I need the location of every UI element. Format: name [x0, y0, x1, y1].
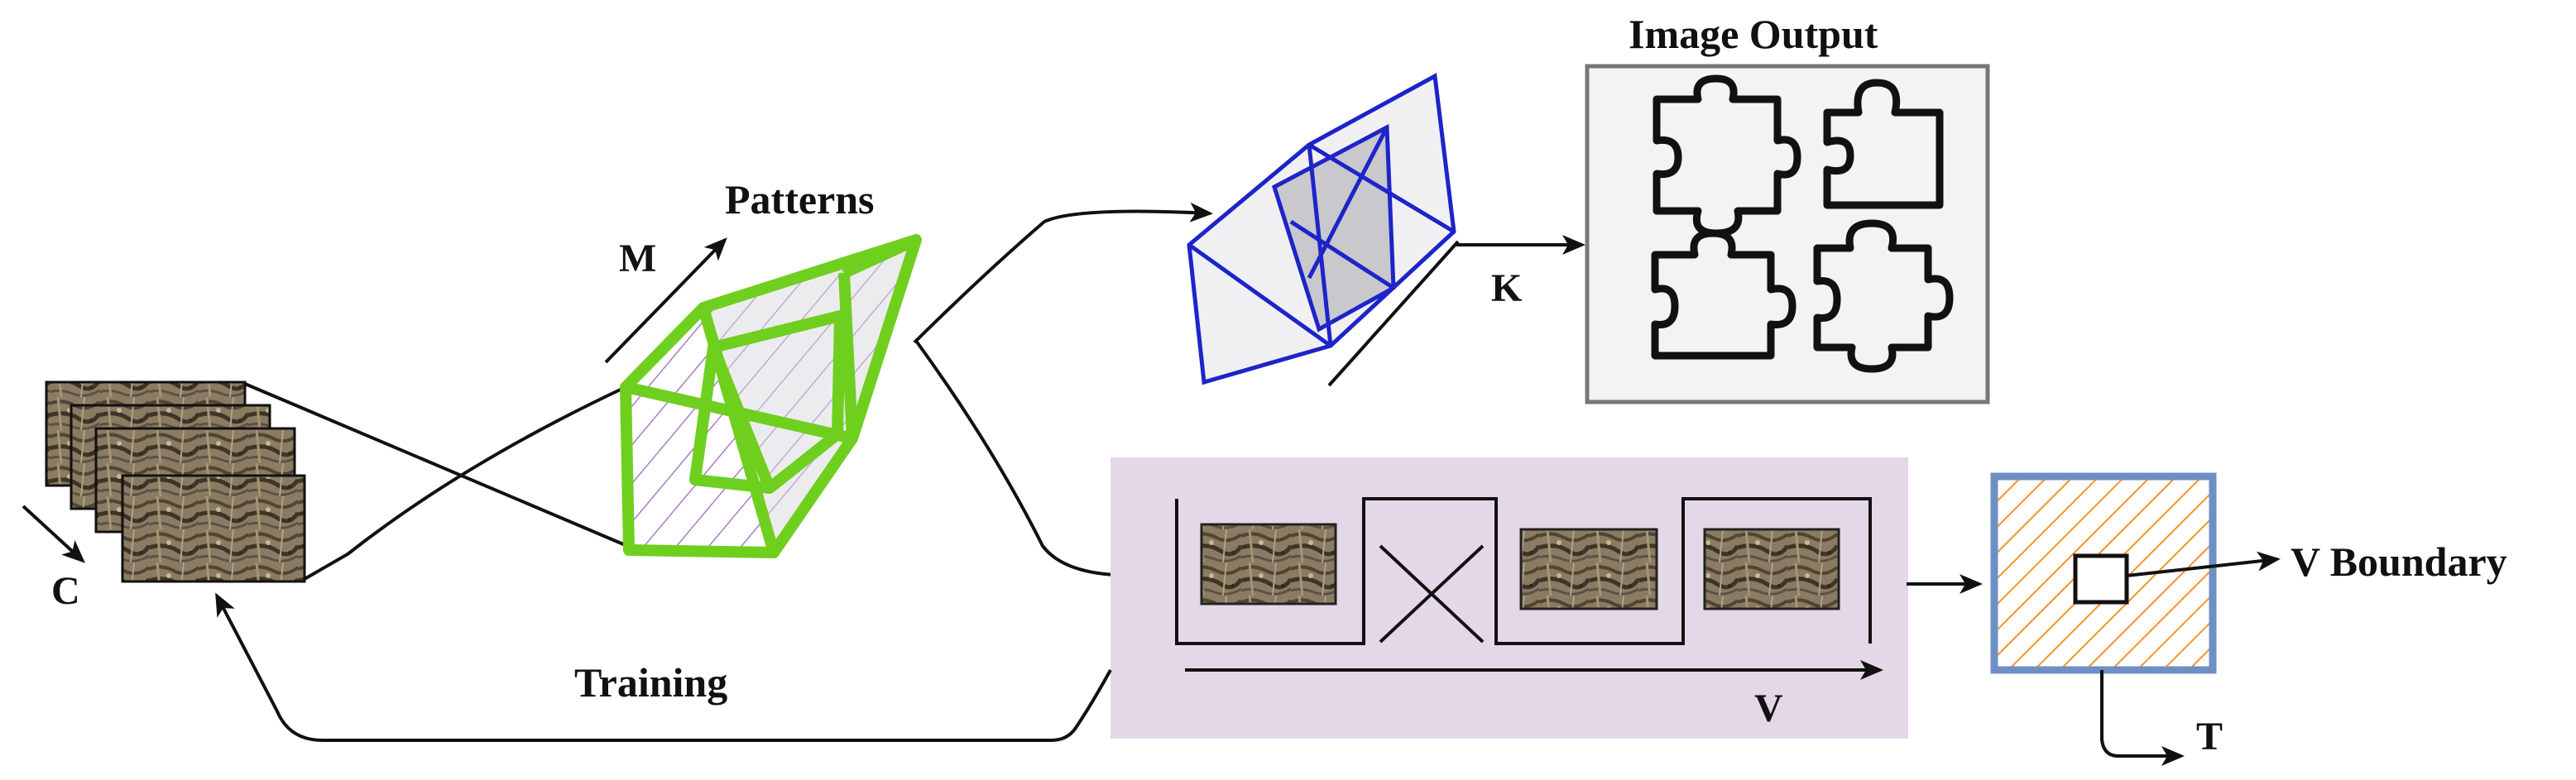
label-k: K — [1491, 266, 1522, 310]
boundary-box — [1990, 472, 2217, 674]
label-v-boundary: V Boundary — [2291, 538, 2507, 585]
m-arrow — [604, 237, 727, 364]
stack-to-patterns-lines — [244, 382, 628, 581]
pipeline-cross — [1379, 544, 1485, 644]
label-training: Training — [574, 659, 727, 706]
patterns-to-blue-arrow — [913, 202, 1213, 344]
pipeline-thumbnail-1 — [1200, 523, 1337, 605]
image-output-panel — [1585, 64, 1990, 404]
blue-cube — [1187, 73, 1456, 385]
pipeline-thumbnail-3 — [1703, 528, 1840, 610]
pipeline-thumbnail-2 — [1519, 528, 1658, 610]
label-t: T — [2196, 715, 2223, 758]
pipeline-signal-path — [1175, 497, 1872, 645]
patterns-cube — [620, 234, 922, 558]
label-m: M — [619, 237, 656, 280]
boundary-inner-square — [2073, 553, 2129, 605]
c-arrow — [22, 505, 85, 563]
k-line — [1327, 240, 1460, 387]
v-boundary-arrow — [2126, 551, 2281, 577]
patterns-to-pipeline-arrow — [914, 339, 1150, 586]
label-image-output: Image Output — [1629, 11, 1878, 57]
label-v: V — [1754, 687, 1783, 730]
training-arrow — [215, 592, 1112, 742]
input-image-stack — [45, 380, 306, 583]
label-c: C — [51, 569, 80, 613]
puzzle-piece-icon — [1653, 74, 1801, 237]
puzzle-piece-icon — [1823, 79, 1944, 209]
puzzle-piece-icon — [1813, 219, 1954, 373]
puzzle-piece-icon — [1651, 229, 1796, 360]
label-patterns: Patterns — [725, 176, 875, 223]
t-arrow — [2100, 670, 2185, 766]
